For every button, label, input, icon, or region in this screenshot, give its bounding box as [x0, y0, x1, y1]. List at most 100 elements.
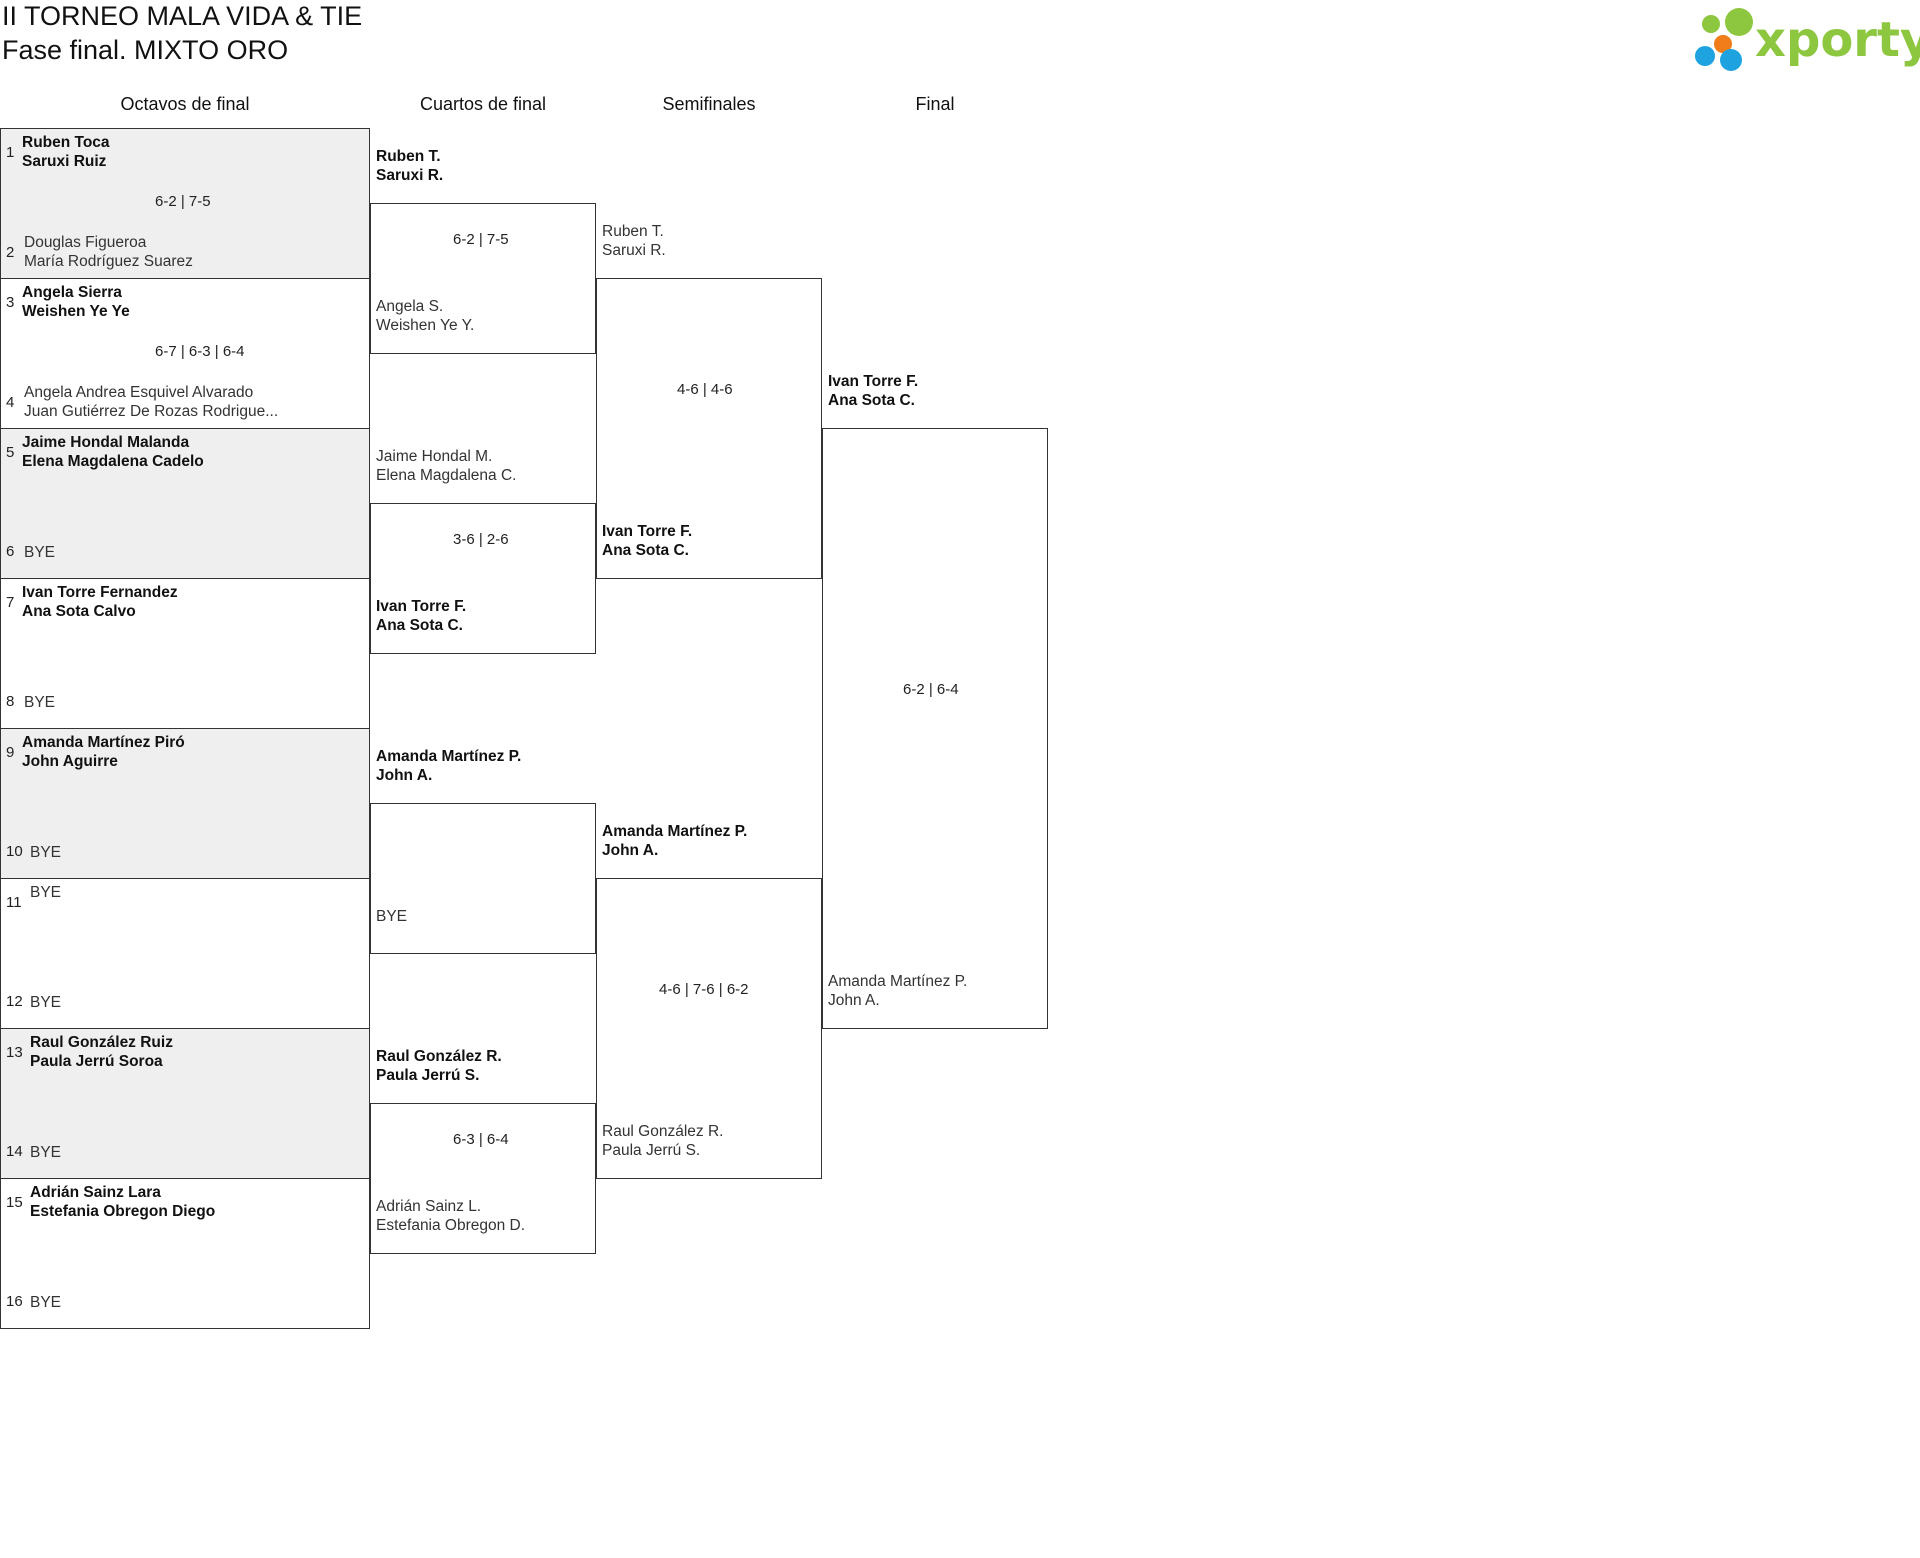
player-name-1: Ruben T.	[602, 223, 664, 240]
player-name-2: Ana Sota C.	[376, 617, 463, 634]
team-entry: Ruben T. Saruxi R.	[376, 147, 443, 185]
team-entry: BYE	[30, 883, 61, 902]
match-box-semifinal	[596, 878, 822, 1179]
player-name-1: Ivan Torre Fernandez	[22, 584, 178, 601]
round-heading-octavos: Octavos de final	[120, 94, 250, 114]
match-box-octavos	[0, 128, 370, 279]
team-entry: Jaime Hondal M.Elena Magdalena C.	[376, 447, 516, 485]
player-name-1: Angela Andrea Esquivel Alvarado	[24, 384, 254, 401]
seed-number: 13	[6, 1044, 23, 1061]
team-entry: BYE	[24, 693, 55, 712]
match-box-final	[822, 428, 1048, 1029]
team-entry: Ivan Torre F. Ana Sota C.	[602, 522, 692, 560]
player-name-2: Estefania Obregon Diego	[30, 1203, 216, 1220]
seed-number: 1	[6, 144, 15, 161]
team-entry: Raul González R. Paula Jerrú S.	[602, 1122, 723, 1160]
player-name-1: Amanda Martínez P.	[602, 823, 748, 840]
player-name-2: María Rodríguez Suarez	[24, 253, 193, 270]
player-name-1: Ivan Torre F.	[376, 598, 467, 615]
player-name-1: BYE	[30, 994, 62, 1011]
match-score: 3-6 | 2-6	[453, 531, 509, 548]
player-name-1: Amanda Martínez P.	[376, 748, 522, 765]
match-box-cuartos	[370, 803, 596, 954]
player-name-2: John A.	[602, 842, 659, 859]
match-box-octavos	[0, 1178, 370, 1329]
player-name-2: Paula Jerrú S.	[602, 1142, 701, 1159]
seed-number: 8	[6, 693, 15, 710]
player-name-2: John Aguirre	[22, 753, 118, 770]
seed-number: 7	[6, 594, 15, 611]
team-entry: Ruben T. Saruxi R.	[602, 222, 666, 260]
player-name-2: Elena Magdalena Cadelo	[22, 453, 204, 470]
player-name-2: Weishen Ye Ye	[22, 303, 130, 320]
player-name-2: Ana Sota C.	[602, 542, 689, 559]
player-name-2: Paula Jerrú S.	[376, 1067, 480, 1084]
match-score: 4-6 | 7-6 | 6-2	[659, 981, 749, 998]
seed-number: 9	[6, 744, 15, 761]
seed-number: 11	[6, 894, 22, 911]
player-name-1: Angela S.	[376, 298, 444, 315]
team-entry: BYE	[30, 843, 61, 862]
player-name-1: Ruben Toca	[22, 134, 110, 151]
team-entry: Ivan Torre F. Ana Sota C.	[376, 597, 466, 635]
player-name-2: Saruxi R.	[376, 167, 444, 184]
tournament-title: II TORNEO MALA VIDA & TIE	[2, 1, 363, 31]
player-name-1: BYE	[376, 908, 408, 925]
team-entry: BYE	[30, 1293, 61, 1312]
player-name-2: Weishen Ye Y.	[376, 317, 475, 334]
seed-number: 16	[6, 1293, 23, 1310]
seed-number: 15	[6, 1194, 23, 1211]
player-name-1: BYE	[30, 1294, 62, 1311]
team-entry: Amanda Martínez P.John A.	[376, 747, 521, 785]
phase-subtitle: Fase final. MIXTO ORO	[2, 35, 289, 65]
player-name-2: Ana Sota Calvo	[22, 603, 136, 620]
player-name-2: Estefania Obregon D.	[376, 1217, 526, 1234]
player-name-1: Raul González R.	[602, 1123, 724, 1140]
player-name-1: Amanda Martínez Piró	[22, 734, 185, 751]
player-name-1: Douglas Figueroa	[24, 234, 147, 251]
team-entry: BYE	[24, 543, 55, 562]
player-name-1: Amanda Martínez P.	[828, 973, 968, 990]
team-entry: Amanda Martínez P. John A.	[602, 822, 747, 860]
player-name-1: Adrián Sainz Lara	[30, 1184, 161, 1201]
team-entry: Amanda Martínez P. John A.	[828, 972, 967, 1010]
seed-number: 6	[6, 543, 15, 560]
match-score: 6-2 | 7-5	[453, 231, 509, 248]
player-name-1: Jaime Hondal Malanda	[22, 434, 190, 451]
match-box-octavos	[0, 428, 370, 579]
player-name-1: Angela Sierra	[22, 284, 122, 301]
match-box-cuartos	[370, 1103, 596, 1254]
player-name-1: BYE	[30, 1144, 62, 1161]
player-name-2: John A.	[828, 992, 880, 1009]
seed-number: 3	[6, 294, 15, 311]
player-name-1: Raul González Ruiz	[30, 1034, 173, 1051]
player-name-2: Saruxi R.	[602, 242, 666, 259]
match-box-cuartos	[370, 503, 596, 654]
match-score: 6-7 | 6-3 | 6-4	[155, 343, 245, 360]
team-entry: BYE	[30, 993, 61, 1012]
match-box-octavos	[0, 728, 370, 879]
match-score: 6-3 | 6-4	[453, 1131, 509, 1148]
seed-number: 5	[6, 444, 15, 461]
svg-text:xporty: xporty	[1755, 12, 1920, 68]
player-name-1: BYE	[24, 544, 56, 561]
player-name-1: Ruben T.	[376, 148, 441, 165]
team-entry: Ivan Torre F.Ana Sota C.	[828, 372, 918, 410]
player-name-2: Saruxi Ruiz	[22, 153, 107, 170]
player-name-1: Raul González R.	[376, 1048, 502, 1065]
team-entry: Adrián Sainz L.Estefania Obregon D.	[376, 1197, 525, 1235]
player-name-2: Ana Sota C.	[828, 392, 915, 409]
team-entry: Raul González R. Paula Jerrú S.	[376, 1047, 502, 1085]
player-name-1: Ivan Torre F.	[602, 523, 693, 540]
match-score: 6-2 | 7-5	[155, 193, 211, 210]
seed-number: 10	[6, 843, 23, 860]
xporty-logo: xporty	[1695, 8, 1920, 71]
player-name-2: Elena Magdalena C.	[376, 467, 517, 484]
